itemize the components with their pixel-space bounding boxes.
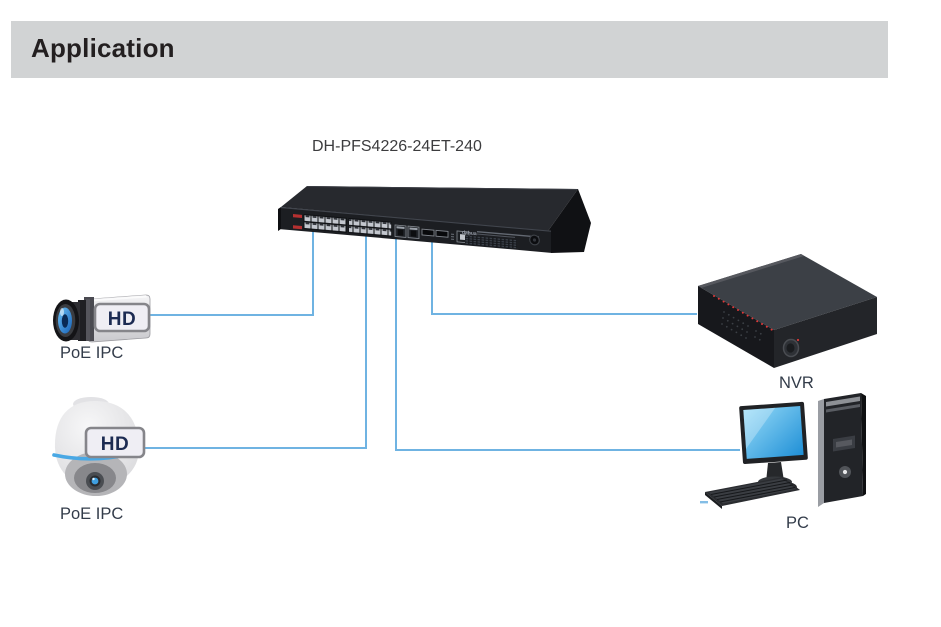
switch-red-label-top (293, 214, 302, 219)
nvr-led-row (713, 295, 773, 331)
pc-tower-side (861, 393, 866, 496)
poe-ipc-box-camera: HD (53, 294, 151, 343)
nvr-power-led (796, 338, 800, 342)
switch-red-label-bottom (293, 225, 302, 230)
switch-sfp-ports (421, 228, 449, 238)
connection-line-poe-ipc-1 (148, 232, 314, 316)
switch-left-edge (278, 207, 281, 231)
switch-front-top-bevel (281, 207, 551, 232)
switch-uplink-ports (394, 224, 420, 240)
camera-lens-barrel-ring (86, 299, 90, 341)
pc-label: PC (786, 514, 809, 532)
network-switch: dahua (278, 186, 591, 253)
nvr-jog-dial-center (786, 343, 795, 353)
nvr-right-face (774, 297, 877, 368)
connection-line-pc (395, 239, 740, 451)
camera-lens-barrel-outer (78, 300, 88, 341)
connection-lines (144, 232, 740, 451)
camera-lens-glint (60, 308, 64, 316)
pc-screen-glare (743, 407, 776, 449)
pc-keyboard-key-rows (710, 479, 796, 503)
hd-badge-1-text: HD (108, 309, 136, 330)
switch-back-edge-highlight (306, 186, 579, 190)
switch-model-label: DH-PFS4226-24ET-240 (312, 138, 482, 155)
nvr-device (698, 254, 877, 368)
poe-ipc-dome-camera: HD (52, 397, 146, 496)
camera-lens-pupil (61, 314, 69, 328)
switch-power-socket-pin (532, 238, 537, 242)
switch-front-face: dahua (281, 207, 551, 253)
pc-tower-drive-bay-2 (826, 404, 860, 413)
nvr-label: NVR (779, 374, 814, 392)
hd-badge-1: HD (93, 302, 151, 333)
nvr-front-face (698, 286, 774, 368)
switch-print-line-2 (477, 233, 515, 238)
hd-badge-2: HD (84, 426, 146, 459)
switch-print-line-1 (477, 230, 539, 238)
pc-cable-mark (700, 501, 708, 504)
dahua-logo: dahua (462, 230, 477, 237)
pc-tower-panel-inner (836, 439, 852, 448)
connection-line-nvr (431, 242, 697, 315)
camera-body-top-highlight (90, 295, 147, 302)
pc-monitor (739, 401, 808, 465)
nvr-top-bevel (698, 254, 804, 288)
switch-led-ticks (451, 233, 454, 240)
pc-keyboard (705, 477, 800, 509)
pc-tower-edge-strip (818, 399, 824, 507)
nvr-buttons (721, 311, 762, 341)
section-header-bar (11, 21, 888, 78)
page-title: Application (31, 33, 175, 63)
switch-vent-grid (465, 235, 517, 249)
dome-lens-glint (92, 477, 95, 481)
poe-ipc-2-label: PoE IPC (60, 505, 123, 523)
pc-tower (818, 393, 866, 507)
pc-power-button-dot (842, 469, 848, 475)
switch-ports (303, 213, 392, 237)
switch-top-face (281, 186, 578, 231)
poe-ipc-1-label: PoE IPC (60, 344, 123, 362)
hd-badge-2-text: HD (101, 434, 129, 455)
pc-tower-drive-bay-1 (826, 396, 860, 407)
connection-line-poe-ipc-2 (144, 236, 367, 449)
switch-right-face (548, 189, 591, 253)
pc-device (700, 393, 866, 509)
pc-keyboard-front-edge (705, 492, 722, 509)
pc-monitor-screen (743, 406, 804, 459)
